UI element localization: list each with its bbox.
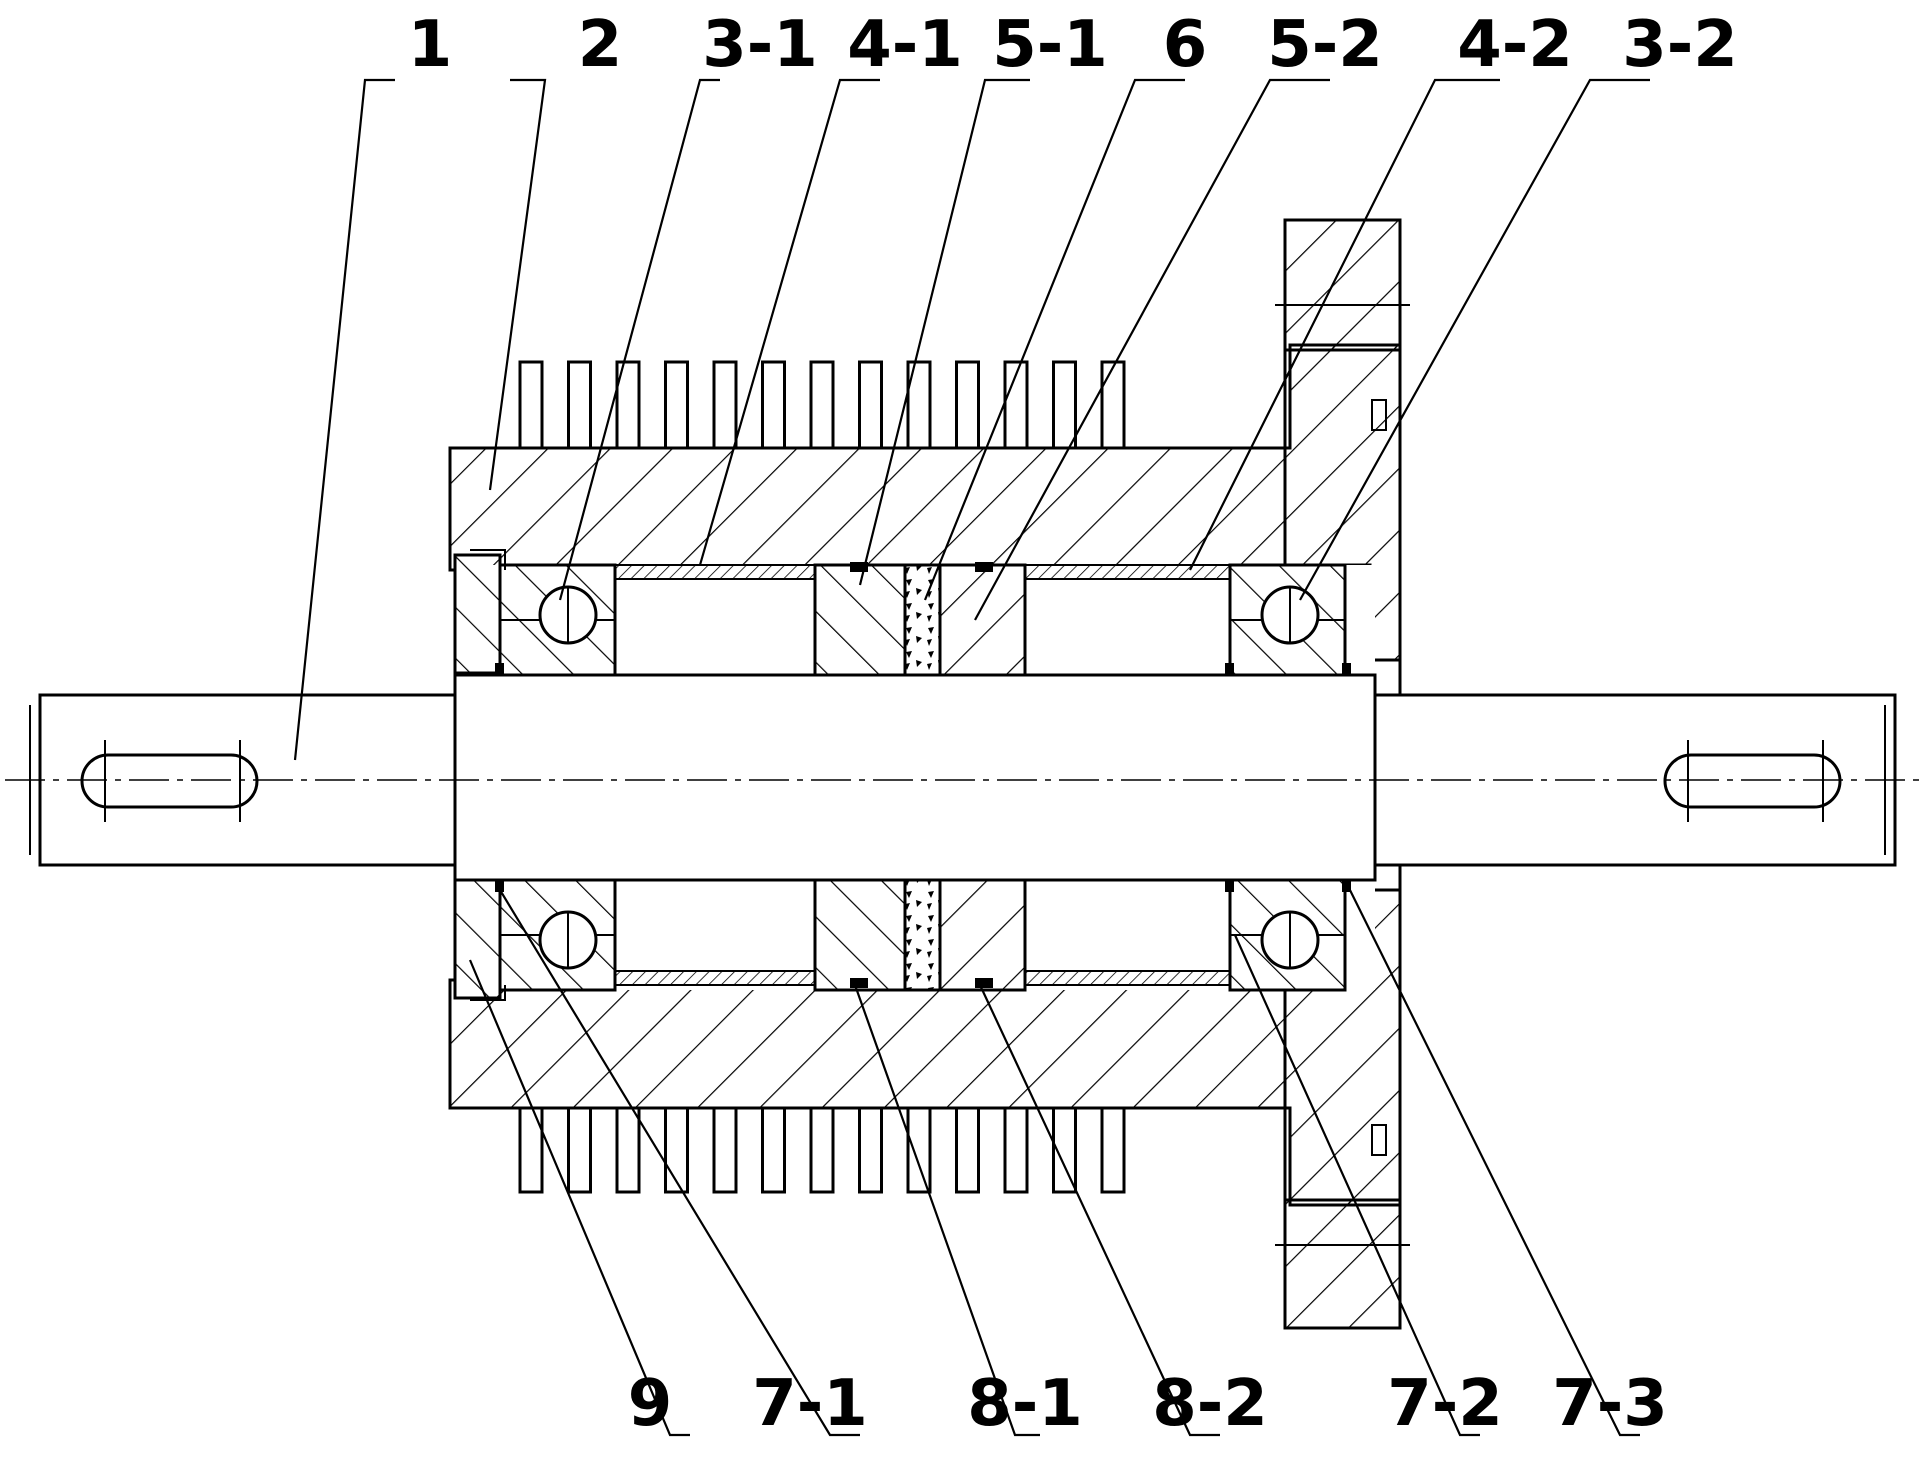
callout-1: 1 — [408, 8, 453, 82]
element-6 — [903, 563, 942, 992]
bearing-3-1 — [498, 563, 617, 992]
ring-5-2 — [938, 563, 1027, 992]
callout-7-2: 7-2 — [1387, 1367, 1503, 1441]
callout-4-1: 4-1 — [847, 8, 963, 82]
callout-5-1: 5-1 — [992, 8, 1108, 82]
callout-7-3: 7-3 — [1552, 1367, 1668, 1441]
callout-5-2: 5-2 — [1267, 8, 1383, 82]
callout-7-1: 7-1 — [752, 1367, 868, 1441]
leader-lines — [293, 78, 1650, 1437]
callout-3-2: 3-2 — [1622, 8, 1738, 82]
callouts-bottom: 9 7-1 8-1 8-2 7-2 7-3 — [628, 1367, 1668, 1441]
callout-8-2: 8-2 — [1152, 1367, 1268, 1441]
callout-4-2: 4-2 — [1457, 8, 1573, 82]
callouts-top: 1 2 3-1 4-1 5-1 6 5-2 4-2 3-2 — [408, 8, 1738, 82]
callout-6: 6 — [1163, 8, 1208, 82]
shaft — [5, 673, 1920, 882]
callout-8-1: 8-1 — [967, 1367, 1083, 1441]
bearing-3-2 — [1228, 563, 1347, 992]
callout-3-1: 3-1 — [702, 8, 818, 82]
seals-8 — [850, 562, 993, 988]
callout-9: 9 — [628, 1367, 673, 1441]
callout-2: 2 — [578, 8, 623, 82]
